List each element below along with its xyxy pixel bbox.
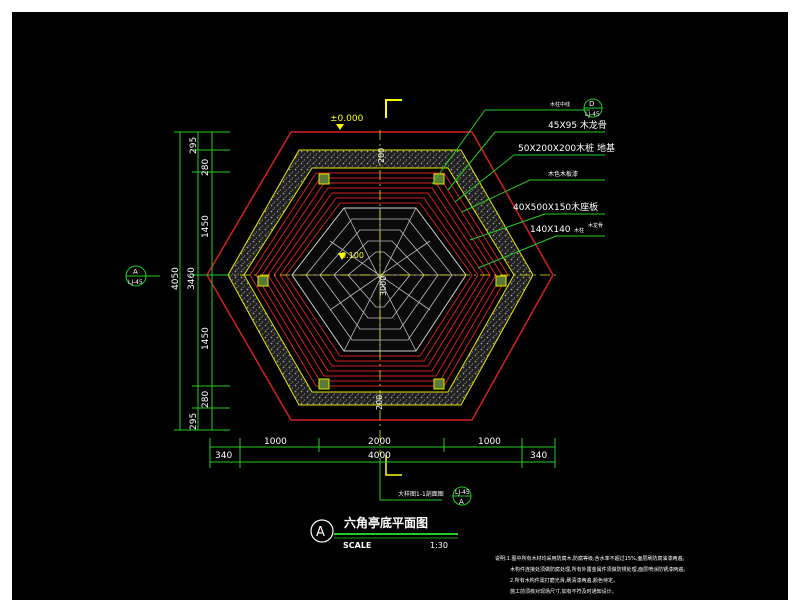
bottom-callout-text: 大样图1-1剖面图 xyxy=(398,490,444,498)
bottom-callout-top: LJ-45 xyxy=(455,489,470,496)
left-marker-bottom: LJ-45 xyxy=(128,279,143,286)
callout-ref-top-letter: D xyxy=(589,100,594,108)
left-marker-top: A xyxy=(133,268,138,276)
bottom-callout: 大样图1-1剖面图 LJ-45 A xyxy=(379,458,472,506)
dim-left-280-bottom: 280 xyxy=(201,391,211,408)
inner-dim-200-top: 200 xyxy=(377,148,386,163)
dim-left-295-top: 295 xyxy=(189,137,199,154)
section-cut-bracket-top xyxy=(385,99,402,118)
annotation-a1: 45X95 木龙骨 xyxy=(548,119,607,131)
bottom-callout-bottom: A xyxy=(459,498,464,506)
elevation-marker-inner: 0.100 xyxy=(338,251,364,260)
annotation-a4: 40X500X150木座板 xyxy=(513,201,598,213)
dim-left-1450-bottom: 1450 xyxy=(201,327,211,350)
left-dimension-chain xyxy=(174,131,230,431)
corner-posts xyxy=(257,173,507,390)
post-bottom-right xyxy=(433,378,445,390)
dim-left-3460: 3460 xyxy=(187,267,197,290)
dim-left-4050: 4050 xyxy=(171,267,181,290)
bottom-dimension-chain xyxy=(209,438,556,468)
dim-bottom-340-left: 340 xyxy=(215,451,232,461)
dim-left-1450-top: 1450 xyxy=(201,215,211,238)
scale-value: 1:30 xyxy=(430,541,448,550)
note-line-2: 木构件连接处须做防腐处理,所有外露金属件须做防锈处理,面层喷涂防锈漆两遍。 xyxy=(510,566,688,573)
scale-label: SCALE xyxy=(343,541,371,550)
post-right xyxy=(495,275,507,287)
title-block: A 六角亭底平面图 SCALE 1:30 xyxy=(310,515,458,550)
callout-ref-bottom-code: LJ-45 xyxy=(585,111,600,118)
left-section-marker: A LJ-45 xyxy=(125,265,160,287)
elevation-inner-text: 0.100 xyxy=(341,251,364,260)
annotation-a2: 50X200X200木桩 地基 xyxy=(518,142,615,154)
dim-left-280-top: 280 xyxy=(201,159,211,176)
post-top-left xyxy=(318,173,330,185)
dim-bottom-4000: 4000 xyxy=(368,451,391,461)
callout-ref-top: D LJ-45 木柱中线 xyxy=(550,98,603,118)
elevation-outer-text: ±0.000 xyxy=(330,114,364,124)
annotation-note-140: 木柱 xyxy=(574,227,584,234)
cad-drawing-canvas: ±0.000 0.100 200 3000 200 295 280 1450 3… xyxy=(12,12,788,600)
note-line-1: 说明:1.图中所有木材均采用防腐木,防腐等级,含水率不超过15%,面层刷防腐油漆… xyxy=(495,555,687,562)
annotation-note-45: 木龙骨 xyxy=(588,222,603,229)
inner-dim-3000: 3000 xyxy=(379,276,388,296)
annotation-leaders xyxy=(431,109,605,269)
drawing-title: 六角亭底平面图 xyxy=(344,515,428,530)
top-callout-label: 木柱中线 xyxy=(550,101,570,108)
post-left xyxy=(257,275,269,287)
inner-dim-200-bottom: 200 xyxy=(375,395,384,410)
general-notes: 说明:1.图中所有木材均采用防腐木,防腐等级,含水率不超过15%,面层刷防腐油漆… xyxy=(495,555,688,595)
annotation-a3: 木色木板漆 xyxy=(548,170,578,178)
post-bottom-left xyxy=(318,378,330,390)
dim-bottom-1000-right: 1000 xyxy=(478,437,501,447)
section-marker-letter: A xyxy=(316,525,325,540)
dim-bottom-2000: 2000 xyxy=(368,437,391,447)
note-line-4: 施工前须核对现场尺寸,如有不符及时通知设计。 xyxy=(510,588,617,595)
dim-bottom-340-right: 340 xyxy=(530,451,547,461)
elevation-marker-outer: ±0.000 xyxy=(330,114,364,130)
dim-left-295-bottom: 295 xyxy=(189,413,199,430)
dim-bottom-1000-left: 1000 xyxy=(264,437,287,447)
center-axes xyxy=(200,130,560,455)
note-line-3: 2.所有木构件需打磨光滑,刷清漆两遍,颜色待定。 xyxy=(510,577,618,584)
annotation-a5: 140X140 xyxy=(530,225,571,235)
